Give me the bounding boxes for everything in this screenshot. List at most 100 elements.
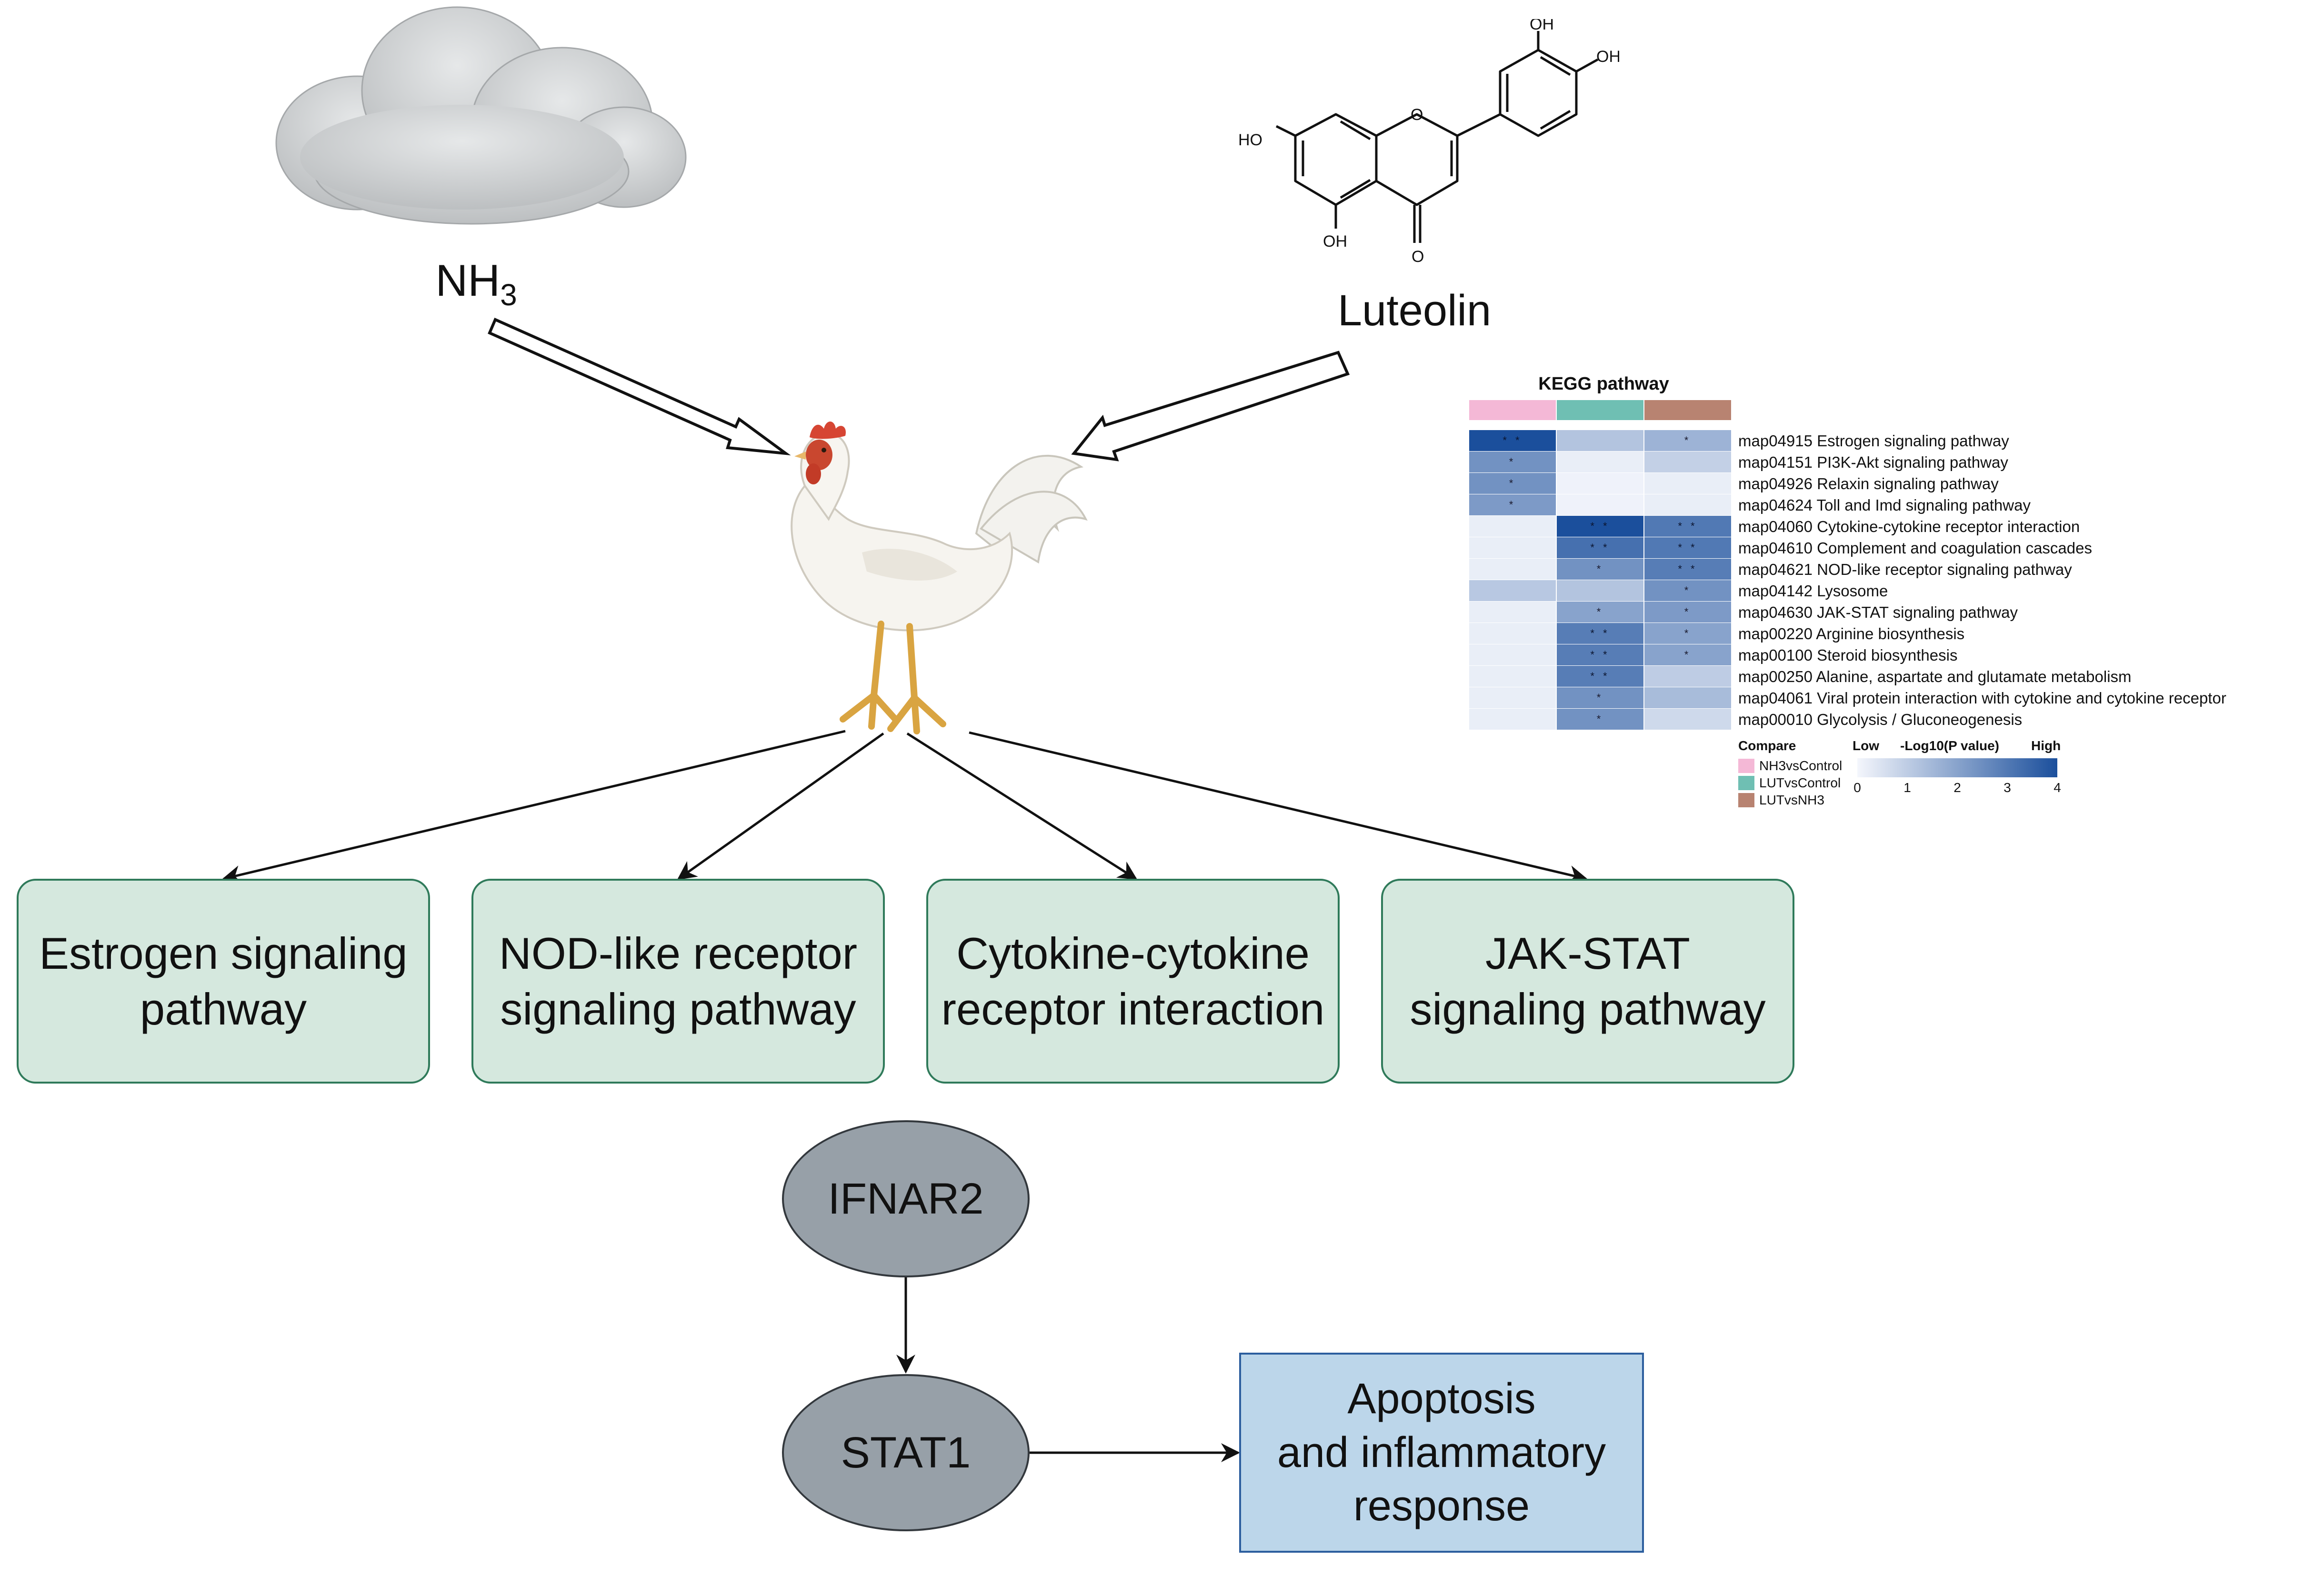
legend-color-gradient <box>1857 758 2057 777</box>
heatmap-cell: * * <box>1644 559 1731 580</box>
heatmap-row-label: map04630 JAK-STAT signaling pathway <box>1738 603 2018 621</box>
heatmap-cell <box>1469 644 1556 665</box>
arrow-to-nod <box>677 732 884 880</box>
heatmap-row: * <box>1469 452 1732 473</box>
pathway-label-line1: NOD-like receptor <box>499 928 858 978</box>
ammonia-formula: NH <box>435 255 501 305</box>
heatmap-row: * ** * <box>1469 516 1732 537</box>
arrow-to-cytokine <box>906 732 1138 880</box>
legend-tick-label: 0 <box>1853 780 1861 795</box>
heatmap-row: ** * <box>1469 559 1732 580</box>
luteolin-label: Luteolin <box>1337 286 1492 335</box>
heatmap-cell: * * <box>1644 516 1731 537</box>
legend-item: NH3vsControl <box>1738 757 1842 774</box>
heatmap-cell: * * <box>1469 430 1556 451</box>
heatmap-cell: * <box>1557 687 1643 708</box>
nod-pathway-box: NOD-like receptor signaling pathway <box>471 879 885 1084</box>
group-color-nh3-vs-control <box>1469 400 1556 420</box>
heatmap-row: * <box>1469 709 1732 730</box>
heatmap-row-label: map04621 NOD-like receptor signaling pat… <box>1738 561 2072 578</box>
heatmap-cell: * <box>1469 473 1556 494</box>
heatmap-cell: * * <box>1557 666 1643 687</box>
legend-tick-label: 1 <box>1903 780 1911 795</box>
heatmap-row-label: map04142 Lysosome <box>1738 582 1888 600</box>
carbonyl-oxygen-label: O <box>1412 248 1424 266</box>
heatmap-row: * <box>1469 473 1732 494</box>
legend-item: LUTvsControl <box>1738 774 1842 792</box>
hydroxyl-label-bottom: OH <box>1323 232 1347 251</box>
hydroxyl-label-top: OH <box>1530 19 1554 33</box>
heatmap-cell <box>1469 537 1556 558</box>
heatmap-cell: * * <box>1557 623 1643 644</box>
stat1-node: STAT1 <box>782 1374 1030 1531</box>
pathway-label-line2: signaling pathway <box>500 984 856 1034</box>
heatmap-cell <box>1469 623 1556 644</box>
outcome-line1: Apoptosis <box>1347 1375 1536 1423</box>
legend-tick-label: 2 <box>1953 780 1961 795</box>
heatmap-cell <box>1644 709 1731 730</box>
heatmap-row: * <box>1469 687 1732 709</box>
heatmap-row: * ** * <box>1469 537 1732 559</box>
legend-swatch <box>1738 793 1754 807</box>
ring-oxygen-label: O <box>1411 106 1423 124</box>
heatmap-cell: * <box>1557 709 1643 730</box>
heatmap-cell: * <box>1644 644 1731 665</box>
heatmap-row-label: map00100 Steroid biosynthesis <box>1738 646 1958 664</box>
heatmap-row-label: map04624 Toll and Imd signaling pathway <box>1738 496 2031 514</box>
outcome-line3: response <box>1353 1482 1530 1530</box>
group-color-lut-vs-nh3 <box>1644 400 1731 420</box>
heatmap-grid: * ****** ** ** ** *** ***** *** *** *** <box>1469 430 1732 730</box>
pathway-label-line1: Cytokine-cytokine <box>956 928 1310 978</box>
heatmap-cell: * <box>1557 602 1643 623</box>
heatmap-cell: * <box>1644 430 1731 451</box>
heatmap-row-label: map04926 Relaxin signaling pathway <box>1738 475 1999 492</box>
heatmap-cell <box>1557 473 1643 494</box>
heatmap-cell: * <box>1644 623 1731 644</box>
legend-group-label: LUTvsNH3 <box>1759 793 1824 807</box>
heatmap-row-label: map04915 Estrogen signaling pathway <box>1738 432 2009 450</box>
hydroxyl-label-right: OH <box>1596 48 1619 66</box>
heatmap-title: KEGG pathway <box>1538 374 1669 394</box>
legend-tick-label: 4 <box>2054 780 2061 795</box>
heatmap-row-label: map04061 Viral protein interaction with … <box>1738 689 2226 707</box>
heatmap-row-label: map04060 Cytokine-cytokine receptor inte… <box>1738 518 2080 535</box>
luteolin-input-arrow <box>1071 351 1350 462</box>
outcome-line2: and inflammatory <box>1277 1428 1606 1477</box>
heatmap-cell <box>1644 666 1731 687</box>
legend-group-label: NH3vsControl <box>1759 758 1843 773</box>
heatmap-cell: * * <box>1557 644 1643 665</box>
pathway-label-line2: receptor interaction <box>941 984 1325 1034</box>
heatmap-row-label: map04610 Complement and coagulation casc… <box>1738 539 2092 557</box>
legend-scale-low: Low <box>1853 738 1879 753</box>
heatmap-group-header <box>1469 400 1736 420</box>
heatmap-cell <box>1469 580 1556 601</box>
legend-group-label: LUTvsControl <box>1759 775 1841 790</box>
ammonia-subscript: 3 <box>500 277 517 312</box>
heatmap-cell <box>1644 494 1731 515</box>
group-color-lut-vs-control <box>1557 400 1643 420</box>
heatmap-cell: * * <box>1557 537 1643 558</box>
pathway-label-line2: signaling pathway <box>1410 984 1766 1034</box>
heatmap-row: ** <box>1469 602 1732 623</box>
heatmap-cell: * <box>1469 452 1556 472</box>
ammonia-label: NH3 <box>419 255 533 312</box>
pathway-label-line1: Estrogen signaling <box>39 928 408 978</box>
heatmap-row: * ** <box>1469 623 1732 644</box>
ammonia-cloud-icon <box>275 6 687 225</box>
heatmap-cell <box>1469 709 1556 730</box>
kegg-heatmap: KEGG pathway * ****** ** ** ** *** *****… <box>1469 369 2324 822</box>
heatmap-cell <box>1469 602 1556 623</box>
cytokine-pathway-box: Cytokine-cytokine receptor interaction <box>926 879 1340 1084</box>
heatmap-cell <box>1469 687 1556 708</box>
heatmap-cell <box>1469 559 1556 580</box>
arrow-to-jakstat <box>969 731 1588 884</box>
heatmap-cell <box>1644 473 1731 494</box>
heatmap-cell <box>1644 687 1731 708</box>
heatmap-row: * * * <box>1469 430 1732 452</box>
legend-scale-high: High <box>2031 738 2061 753</box>
heatmap-row: * <box>1469 494 1732 516</box>
